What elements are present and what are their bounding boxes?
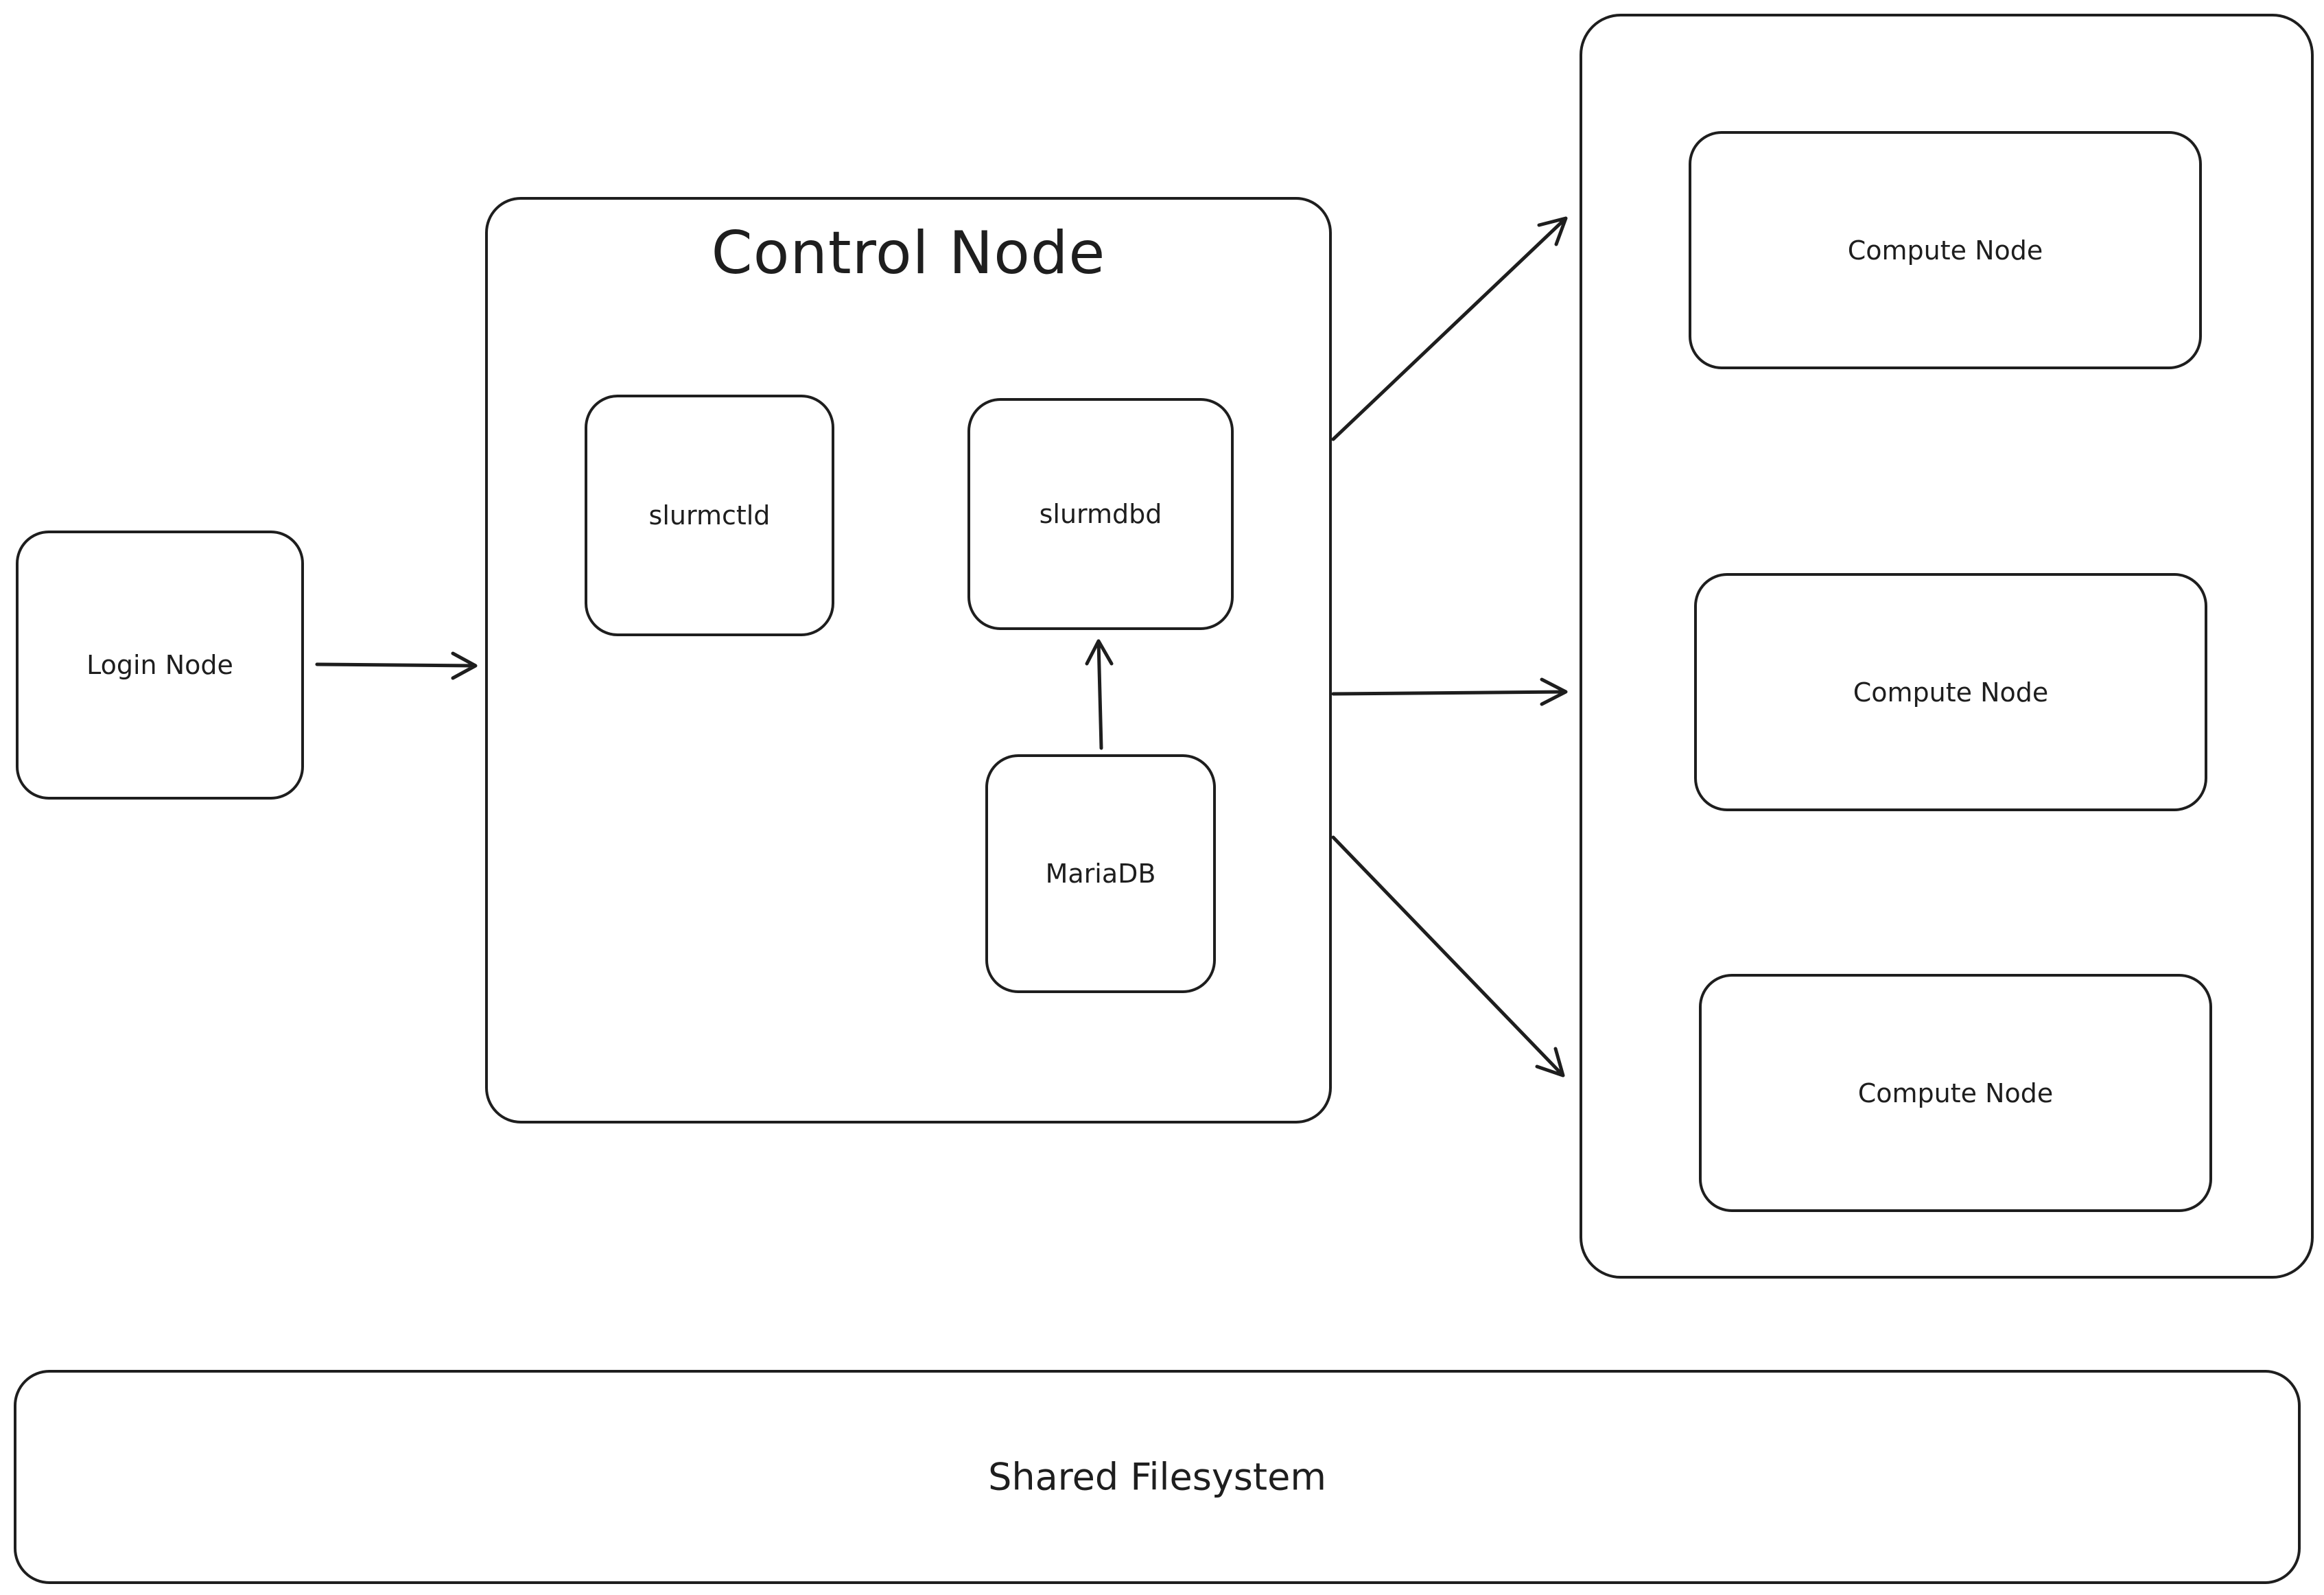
slurmdbd-label: slurmdbd	[1039, 499, 1162, 529]
control-node-title: Control Node	[711, 219, 1106, 288]
compute-node-2[interactable]: Compute Node	[1694, 573, 2207, 811]
compute-node-1[interactable]: Compute Node	[1689, 131, 2202, 369]
compute-node-3-label: Compute Node	[1857, 1078, 2054, 1108]
mariadb-box[interactable]: MariaDB	[985, 754, 1216, 993]
shared-filesystem-box[interactable]: Shared Filesystem	[14, 1370, 2301, 1584]
arrow-control-to-compute-bottom	[1331, 835, 1565, 1078]
compute-node-1-label: Compute Node	[1847, 235, 2043, 266]
slurmctld-label: slurmctld	[648, 500, 771, 531]
login-node-label: Login Node	[86, 650, 233, 680]
arrow-control-to-compute-top	[1331, 216, 1568, 441]
slurmdbd-box[interactable]: slurmdbd	[967, 398, 1234, 630]
compute-node-group: Compute Node Compute Node Compute Node	[1580, 14, 2314, 1279]
arrow-login-to-control	[315, 651, 478, 680]
control-node-box[interactable]: Control Node slurmctld slurmdbd MariaDB	[485, 197, 1332, 1124]
compute-node-2-label: Compute Node	[1853, 677, 2049, 708]
login-node-box[interactable]: Login Node	[16, 531, 304, 800]
shared-filesystem-label: Shared Filesystem	[988, 1455, 1326, 1499]
compute-node-3[interactable]: Compute Node	[1699, 974, 2212, 1212]
slurmctld-box[interactable]: slurmctld	[585, 395, 834, 636]
arrow-control-to-compute-middle	[1331, 677, 1568, 706]
mariadb-label: MariaDB	[1045, 859, 1156, 889]
